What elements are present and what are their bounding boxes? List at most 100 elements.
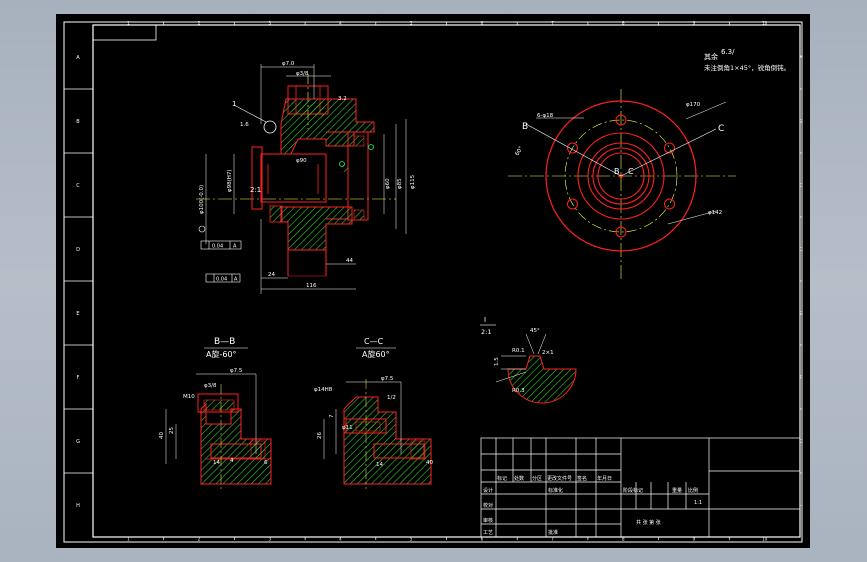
dim-d1: φ7.0 bbox=[282, 61, 295, 67]
section-b-center: B bbox=[614, 167, 620, 176]
section-bb-subtitle: A旋-60° bbox=[206, 349, 237, 359]
dim-d8: φ90 bbox=[296, 158, 307, 164]
tb-head-mark: 标记 bbox=[497, 475, 507, 482]
bolt-hole bbox=[615, 114, 627, 126]
zone-ticks bbox=[64, 22, 802, 540]
zone-number-bottom: 9 bbox=[693, 537, 696, 542]
dim-d13: 44 bbox=[346, 258, 353, 264]
detail-dim-2: 45° bbox=[530, 328, 540, 334]
dim-phi170: φ170 bbox=[686, 102, 701, 108]
note-chamfer: 未注倒角1×45°，锐角倒钝。 bbox=[704, 63, 790, 72]
roughness-note: 6.3∕ bbox=[721, 48, 735, 56]
bolt-hole bbox=[663, 142, 675, 154]
detail-dim-5: 2×1 bbox=[542, 350, 554, 356]
tol-value-1: 0.04 bbox=[212, 244, 223, 250]
zone-letter-right: G bbox=[799, 439, 802, 444]
cc-dim-3: 1/2 bbox=[387, 395, 396, 401]
tb-standard: 标准化 bbox=[548, 487, 563, 494]
cc-dim-7: 14 bbox=[376, 462, 383, 468]
cc-dim-2: φ14H8 bbox=[314, 387, 333, 393]
zone-number-bottom: 2 bbox=[198, 537, 201, 542]
title-block bbox=[480, 437, 801, 538]
zone-letter-left: A bbox=[76, 55, 80, 61]
bb-dim-2: φ3/8 bbox=[204, 383, 217, 389]
tb-head-zone: 分区 bbox=[532, 475, 542, 482]
cc-dim-8: 40 bbox=[426, 460, 433, 466]
zone-number-bottom: 3 bbox=[268, 537, 271, 542]
tb-row-design: 设计 bbox=[483, 487, 493, 494]
zone-number-bottom: 6 bbox=[481, 537, 484, 542]
zone-number-bottom: 5 bbox=[410, 537, 413, 542]
zone-letter-left: C bbox=[76, 183, 80, 189]
zone-number-top: 9 bbox=[693, 21, 696, 26]
detail-dim-3: 1.5 bbox=[494, 357, 500, 366]
zone-number-top: 5 bbox=[410, 21, 413, 26]
tb-sheets: 共 张 第 张 bbox=[636, 519, 661, 526]
cc-dim-4: φ11 bbox=[342, 425, 353, 431]
note-prefix: 其余 bbox=[704, 52, 718, 61]
bb-dim-4: 25 bbox=[169, 427, 175, 434]
bolt-holes bbox=[567, 114, 675, 238]
outer-frame bbox=[63, 21, 803, 543]
zone-number-bottom: 4 bbox=[339, 537, 342, 542]
tb-scale-value: 1:1 bbox=[694, 500, 702, 506]
zone-letter-left: E bbox=[76, 311, 79, 317]
zone-number-bottom: 10 bbox=[762, 537, 768, 542]
zone-letter-right: E bbox=[800, 311, 803, 316]
section-bb-view: B—B A旋-60° φ7.5 φ3/8 M10 25 40 14 4 6 bbox=[159, 337, 272, 489]
bb-dim-5: 40 bbox=[159, 432, 165, 439]
zone-number-bottom: 1 bbox=[127, 537, 130, 542]
zone-number-bottom: 7 bbox=[551, 537, 554, 542]
bb-dim-7: 4 bbox=[230, 458, 234, 464]
dim-d14: 116 bbox=[306, 283, 317, 289]
cc-dim-6: 26 bbox=[317, 432, 323, 439]
bb-dim-8: 6 bbox=[264, 460, 268, 466]
zone-number-top: 2 bbox=[198, 21, 201, 26]
tb-weight: 重量 bbox=[672, 487, 682, 494]
bb-dim-1: φ7.5 bbox=[230, 368, 243, 374]
tol-value-2: 0.04 bbox=[216, 277, 227, 283]
dim-angle: 60° bbox=[515, 145, 525, 157]
tb-row-process: 工艺 bbox=[483, 530, 493, 536]
detail-i-view: I 2:1 R0.1 45° 1.5 R0.3 2×1 bbox=[480, 316, 577, 404]
tb-row-check: 校对 bbox=[483, 502, 493, 509]
cc-dim-5: 7 bbox=[329, 414, 335, 418]
dim-d3: 3.2 bbox=[338, 96, 347, 102]
bolt-hole bbox=[567, 142, 579, 154]
bolt-hole bbox=[663, 198, 675, 210]
dim-d2: φ3/8 bbox=[296, 71, 309, 77]
zone-number-top: 1 bbox=[127, 21, 130, 26]
dim-holes: 6-φ18 bbox=[537, 113, 554, 119]
bolt-hole bbox=[615, 226, 627, 238]
detail-balloon bbox=[263, 120, 277, 134]
tolerance-frame-1: 0.04 A bbox=[200, 240, 242, 250]
dim-d7: 2:1 bbox=[250, 186, 261, 194]
tb-stage: 阶段标记 bbox=[623, 487, 643, 494]
zone-letter-right: F bbox=[800, 375, 803, 380]
dim-d11: φ85 bbox=[397, 178, 403, 189]
zone-letter-left: H bbox=[76, 503, 80, 509]
main-bore bbox=[260, 153, 327, 203]
detail-dim-1: R0.1 bbox=[512, 348, 525, 354]
dim-phi142: φ142 bbox=[708, 210, 722, 216]
section-b-left: B bbox=[522, 122, 528, 132]
flange-end-view: B B C C φ170 φ142 6-φ18 60° bbox=[508, 89, 736, 279]
zone-letter-left: B bbox=[76, 119, 80, 125]
bolt-hole bbox=[567, 198, 579, 210]
tb-row-review: 审核 bbox=[483, 517, 493, 524]
section-cc-subtitle: A旋60° bbox=[362, 349, 390, 359]
title-block-text: 标记 处数 分区 更改文件号 签名 年月日 设计 校对 审核 工艺 批准 标准化… bbox=[483, 475, 702, 536]
dim-d6: φ98(H7) bbox=[227, 169, 233, 192]
zone-letter-right: C bbox=[800, 183, 803, 188]
bb-dim-6: 14 bbox=[213, 460, 220, 466]
dim-d12: 24 bbox=[268, 272, 275, 278]
zone-number-top: 7 bbox=[551, 21, 554, 26]
tb-scale: 比例 bbox=[688, 487, 698, 494]
section-c-center: C bbox=[628, 167, 634, 176]
zone-number-top: 6 bbox=[481, 21, 484, 26]
tol-datum-2: A bbox=[234, 277, 238, 283]
zone-number-top: 4 bbox=[339, 21, 342, 26]
zone-letter-right: A bbox=[800, 55, 803, 60]
